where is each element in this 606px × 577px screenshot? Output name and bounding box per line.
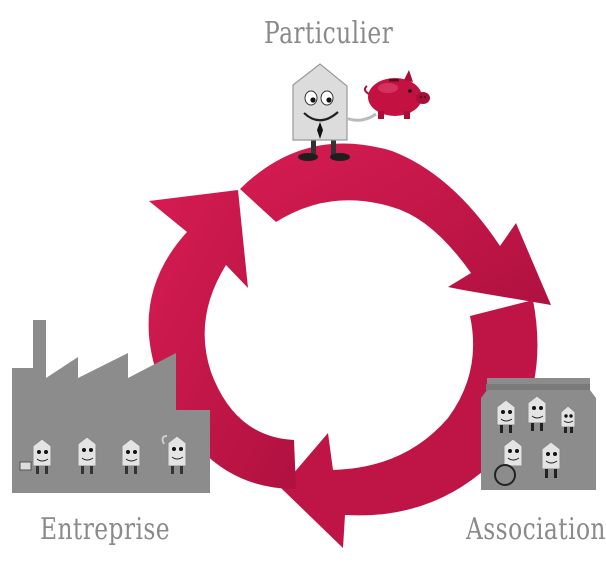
label-entreprise: Entreprise [40,512,171,547]
arrow-particulier-to-association [240,143,551,305]
label-particulier: Particulier [264,16,394,51]
association-members [494,395,576,486]
member-figure [496,399,516,433]
member-figure [560,405,576,433]
piggy-bank-icon [363,70,430,119]
worker-figure [19,438,52,474]
particulier-figure [292,63,377,161]
worker-figure [121,438,141,474]
member-figure [527,395,547,431]
member-figure [541,441,561,478]
arrow-association-to-entreprise [281,300,538,548]
worker-figure [161,435,187,474]
member-figure-wheelchair [494,438,523,486]
factory-building [12,320,210,493]
factory-workers [19,435,187,474]
worker-figure [77,436,97,474]
association-house [481,378,596,490]
label-association: Association [466,512,606,547]
